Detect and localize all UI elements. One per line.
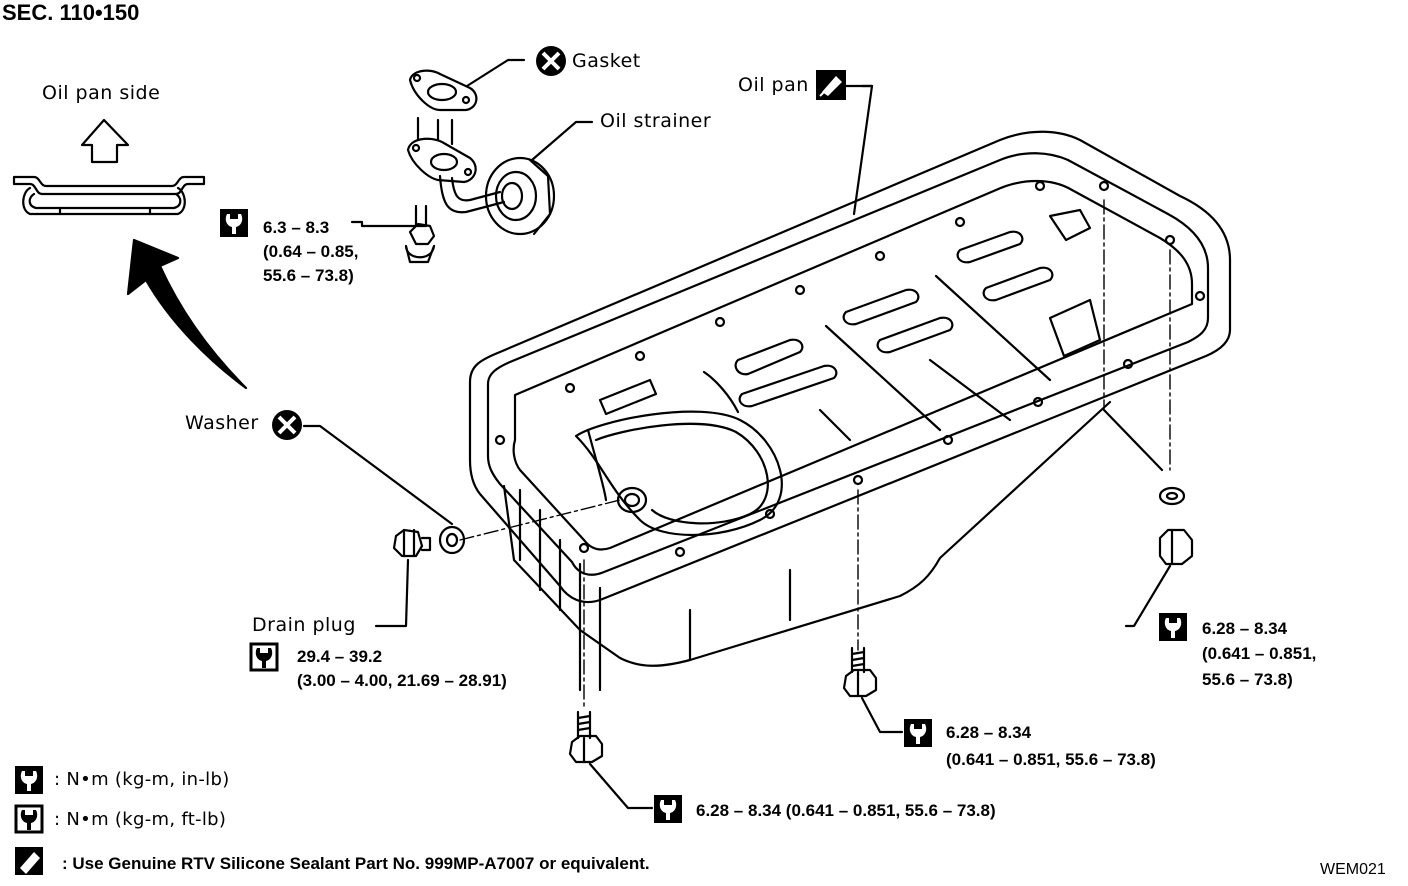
washer-replace-icon xyxy=(272,410,302,440)
oil-pan-label: Oil pan xyxy=(738,74,809,96)
oil-strainer-label: Oil strainer xyxy=(600,110,712,132)
legend-ft-lb-text: : N•m (kg-m, ft-lb) xyxy=(54,809,227,830)
oil-pan-side-label: Oil pan side xyxy=(42,82,161,104)
torque-wrench-in-lb-icon xyxy=(220,209,248,237)
bottom-bolt-torque: 6.28 – 8.34 (0.641 – 0.851, 55.6 – 73.8) xyxy=(696,801,996,820)
washer-label: Washer xyxy=(185,412,259,434)
gasket-label: Gasket xyxy=(572,50,641,72)
drain-plug-assembly xyxy=(302,424,466,628)
torque-wrench-in-lb-icon xyxy=(904,719,932,747)
torque-wrench-in-lb-icon xyxy=(654,795,682,823)
center-bolt-torque-line1: 6.28 – 8.34 xyxy=(946,723,1032,742)
legend-torque-ft-lb-icon xyxy=(14,804,44,834)
legend-torque-in-lb-icon xyxy=(15,766,43,794)
drain-plug-torque-line2: (3.00 – 4.00, 21.69 – 28.91) xyxy=(297,671,507,690)
oil-strainer-part xyxy=(350,116,594,264)
oil-pan-bolt-bottom xyxy=(568,710,654,810)
strainer-torque-line1: 6.3 – 8.3 xyxy=(263,218,330,237)
oil-pan-side-section xyxy=(12,118,206,216)
nut-torque-line2: (0.641 – 0.851, xyxy=(1202,644,1317,663)
gasket-replace-icon xyxy=(536,46,566,76)
torque-wrench-in-lb-icon xyxy=(1159,613,1187,641)
section-number: SEC. 110•150 xyxy=(2,0,140,25)
drain-plug-label: Drain plug xyxy=(252,614,356,636)
figure-id: WEM021 xyxy=(1320,861,1386,878)
strainer-torque-line3: 55.6 – 73.8) xyxy=(263,266,354,285)
legend-sealant-icon xyxy=(15,847,43,875)
center-bolt-torque-line2: (0.641 – 0.851, 55.6 – 73.8) xyxy=(946,750,1156,769)
oil-pan-bolt-center xyxy=(842,646,904,734)
nut-torque-line3: 55.6 – 73.8) xyxy=(1202,670,1293,689)
gasket-part xyxy=(408,58,526,112)
legend-sealant-text: : Use Genuine RTV Silicone Sealant Part … xyxy=(62,854,650,873)
strainer-torque-line2: (0.64 – 0.85, xyxy=(263,242,359,261)
legend-in-lb-text: : N•m (kg-m, in-lb) xyxy=(54,769,230,790)
torque-wrench-ft-lb-icon xyxy=(249,642,279,672)
oil-pan-nut xyxy=(1124,486,1194,628)
drain-plug-torque-line1: 29.4 – 39.2 xyxy=(297,647,383,666)
sealant-icon xyxy=(816,70,846,100)
assembly-lines xyxy=(459,199,1171,711)
nut-torque-line1: 6.28 – 8.34 xyxy=(1202,619,1288,638)
